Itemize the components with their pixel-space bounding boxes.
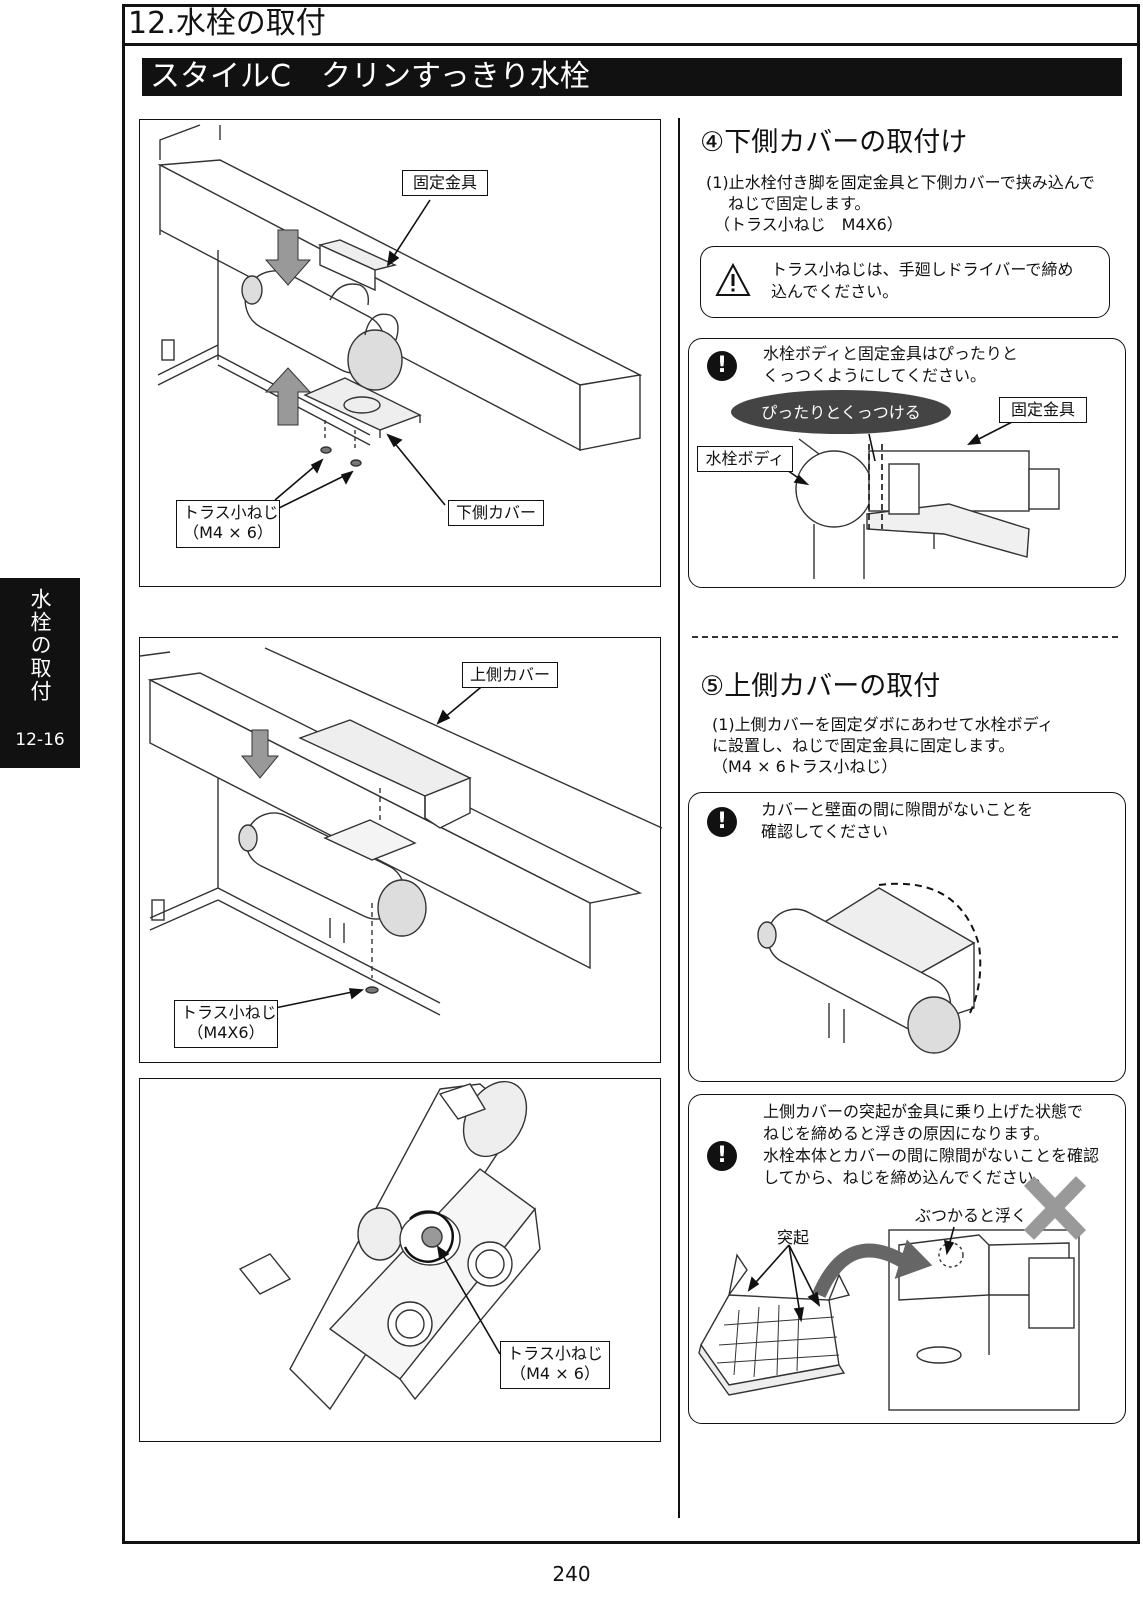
notice-line: くっつくようにしてください。 bbox=[763, 366, 987, 385]
exclamation-icon: ! bbox=[707, 1141, 737, 1171]
instruction-line: (1)止水栓付き脚を固定金具と下側カバーで挟み込んで bbox=[706, 173, 1095, 192]
label-bracket: 固定金具 bbox=[999, 397, 1087, 423]
notice-line: 水栓ボディと固定金具はぴったりと bbox=[763, 344, 1018, 363]
label-truss-screw: トラス小ねじ （M4 × 6） bbox=[500, 1341, 610, 1389]
caution-line: トラス小ねじは、手廻しドライバーで締め bbox=[771, 260, 1074, 279]
label-upper-cover: 上側カバー bbox=[462, 662, 558, 688]
notice-box-tight-fit: ! 水栓ボディと固定金具はぴったりと くっつくようにしてください。 ぴったりとく… bbox=[688, 338, 1126, 588]
caution-box: トラス小ねじは、手廻しドライバーで締め 込んでください。 bbox=[700, 246, 1110, 318]
side-tab-char: 栓 bbox=[28, 611, 52, 634]
chapter-side-tab: 水 栓 の 取 付 12-16 bbox=[0, 578, 80, 768]
chapter-title: 12.水栓の取付 bbox=[122, 4, 1140, 46]
side-tab-char: 取 bbox=[28, 657, 52, 680]
page-frame bbox=[122, 4, 1140, 1544]
label-truss-screw: トラス小ねじ （M4 × 6） bbox=[176, 500, 280, 548]
label-faucet-body: 水栓ボディ bbox=[697, 446, 793, 472]
notice-box-no-gap: ! カバーと壁面の間に隙間がないことを 確認してください bbox=[688, 792, 1126, 1082]
column-divider bbox=[678, 118, 680, 1518]
page-number: 240 bbox=[552, 1562, 591, 1586]
illustration-tight-fit: ぴったりとくっつける bbox=[731, 390, 1060, 579]
notice-line: カバーと壁面の間に隙間がないことを bbox=[761, 800, 1034, 819]
section-separator bbox=[692, 636, 1118, 638]
illustration-protrusion bbox=[698, 1176, 1087, 1411]
side-tab-title: 水 栓 の 取 付 bbox=[0, 588, 80, 703]
notice-line: ねじを締めると浮きの原因になります。 bbox=[763, 1124, 1050, 1143]
label-bracket: 固定金具 bbox=[402, 170, 488, 196]
illustration-upper-cover bbox=[139, 647, 663, 1016]
warning-icon bbox=[715, 263, 751, 296]
illustration-bottom-view bbox=[238, 1080, 541, 1411]
instruction-line: (1)上側カバーを固定ダボにあわせて水栓ボディ bbox=[712, 715, 1054, 734]
notice-line: 確認してください bbox=[761, 822, 889, 841]
section-number: 12-16 bbox=[15, 730, 65, 750]
side-tab-char: の bbox=[28, 634, 52, 657]
style-banner: スタイルC クリンすっきり水栓 bbox=[142, 58, 1122, 96]
step4-heading: ④下側カバーの取付け bbox=[700, 127, 968, 158]
label-size: （M4 × 6） bbox=[510, 1364, 600, 1383]
figure-upper-cover-install: 上側カバー トラス小ねじ （M4X6） bbox=[139, 637, 663, 1063]
notice-line: 上側カバーの突起が金具に乗り上げた状態で bbox=[763, 1102, 1084, 1121]
label-protrusion: 突起 bbox=[777, 1228, 810, 1247]
label-lower-cover: 下側カバー bbox=[448, 500, 544, 526]
step5-heading: ⑤上側カバーの取付 bbox=[700, 671, 941, 702]
figure-bottom-view: トラス小ねじ （M4 × 6） bbox=[139, 1078, 661, 1442]
instruction-line: に設置し、ねじで固定金具に固定します。 bbox=[712, 736, 1015, 755]
illustration-cover-wall-gap bbox=[757, 882, 982, 1054]
side-tab-char: 付 bbox=[28, 680, 52, 703]
label-size: （M4 × 6） bbox=[183, 523, 273, 542]
label-size: （M4X6） bbox=[187, 1023, 265, 1042]
notice-box-protrusion: ! 上側カバーの突起が金具に乗り上げた状態で ねじを締めると浮きの原因になります… bbox=[688, 1094, 1126, 1424]
exclamation-icon: ! bbox=[707, 807, 737, 837]
exclamation-icon: ! bbox=[707, 351, 737, 381]
bubble-text: ぴったりとくっつける bbox=[761, 403, 921, 422]
label-text: トラス小ねじ bbox=[181, 1003, 277, 1022]
label-text: トラス小ねじ bbox=[183, 503, 279, 522]
step5-instruction: (1)上側カバーを固定ダボにあわせて水栓ボディ に設置し、ねじで固定金具に固定し… bbox=[712, 714, 1054, 777]
side-tab-char: 水 bbox=[28, 588, 52, 611]
notice-line: 水栓本体とカバーの間に隙間がないことを確認 bbox=[763, 1146, 1100, 1165]
ng-mark bbox=[1023, 1176, 1087, 1240]
step4-instruction: (1)止水栓付き脚を固定金具と下側カバーで挟み込んで ねじで固定します。 （トラ… bbox=[706, 172, 1095, 235]
instruction-line: （トラス小ねじ M4X6） bbox=[714, 215, 903, 234]
figure-lower-cover-install: 固定金具 下側カバー トラス小ねじ （M4 × 6） bbox=[139, 119, 661, 587]
illustration-lower-cover bbox=[157, 124, 643, 511]
instruction-line: ねじで固定します。 bbox=[728, 194, 871, 213]
label-float: ぶつかると浮く bbox=[915, 1206, 1028, 1225]
caution-line: 込んでください。 bbox=[771, 282, 899, 301]
label-truss-screw: トラス小ねじ （M4X6） bbox=[174, 1000, 278, 1048]
label-text: トラス小ねじ bbox=[507, 1344, 603, 1363]
notice-line: してから、ねじを締め込んでください。 bbox=[763, 1168, 1050, 1187]
instruction-line: （M4 × 6トラス小ねじ） bbox=[712, 757, 898, 776]
